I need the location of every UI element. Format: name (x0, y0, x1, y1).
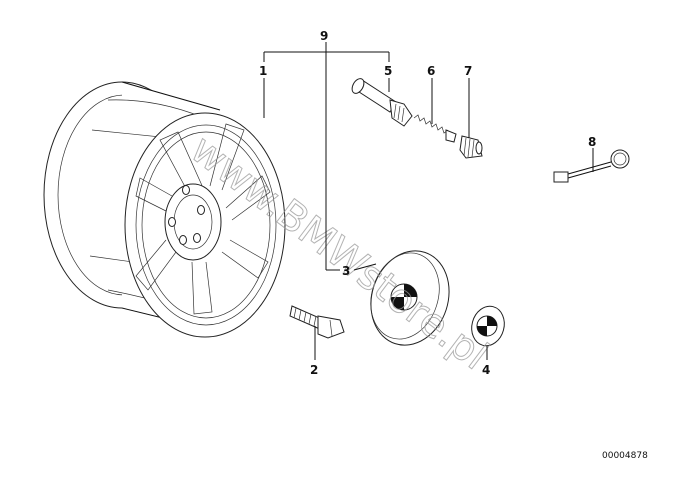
label-part-8: 8 (588, 135, 596, 149)
diagram-code: 00004878 (602, 451, 648, 461)
valve-core[interactable] (413, 114, 457, 143)
label-part-4: 4 (482, 363, 490, 377)
puller-tool[interactable] (553, 149, 630, 183)
label-part-5: 5 (384, 64, 392, 78)
valve-cap[interactable] (459, 135, 483, 159)
emblem[interactable] (467, 303, 508, 350)
leader-lines (263, 42, 594, 360)
hub-cap[interactable] (359, 241, 461, 356)
label-part-3: 3 (342, 264, 350, 278)
label-part-1: 1 (259, 64, 267, 78)
wheel-bolt[interactable] (289, 305, 345, 339)
label-part-9: 9 (320, 29, 328, 43)
valve[interactable] (350, 77, 413, 127)
wheel-rim[interactable] (43, 81, 286, 338)
label-part-2: 2 (310, 363, 318, 377)
label-part-7: 7 (464, 64, 472, 78)
label-part-6: 6 (427, 64, 435, 78)
